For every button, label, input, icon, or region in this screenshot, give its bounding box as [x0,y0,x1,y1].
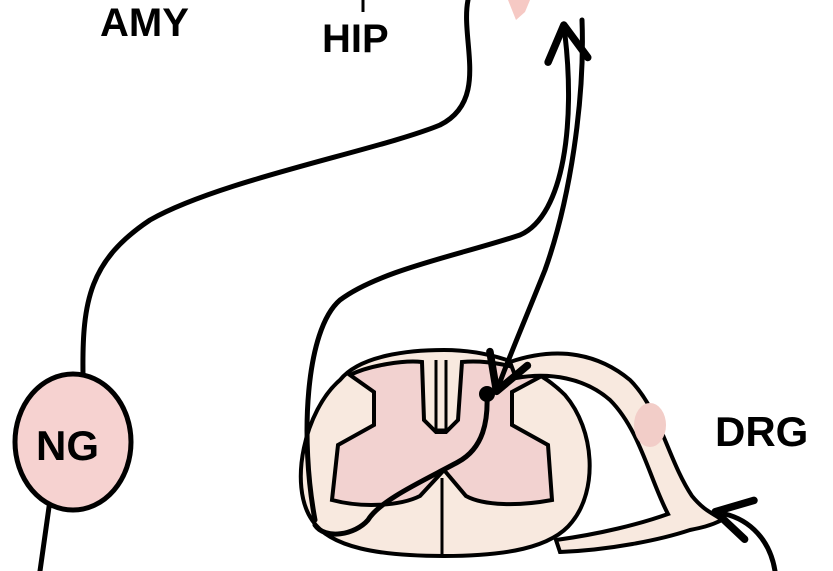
dorsal-horn-neuron [479,386,495,402]
peripheral-afferent-input [725,514,775,571]
drg-label: DRG [715,408,808,455]
vagal-afferent-lower [40,500,50,571]
amy-label: AMY [100,1,189,45]
spinal-cord [301,350,590,556]
drg-soma [634,403,666,447]
ng-label: NG [36,422,99,469]
hip-label: HIP [322,17,389,61]
brain-target-region [508,0,530,20]
vagal-ascending-pathway [83,0,470,374]
